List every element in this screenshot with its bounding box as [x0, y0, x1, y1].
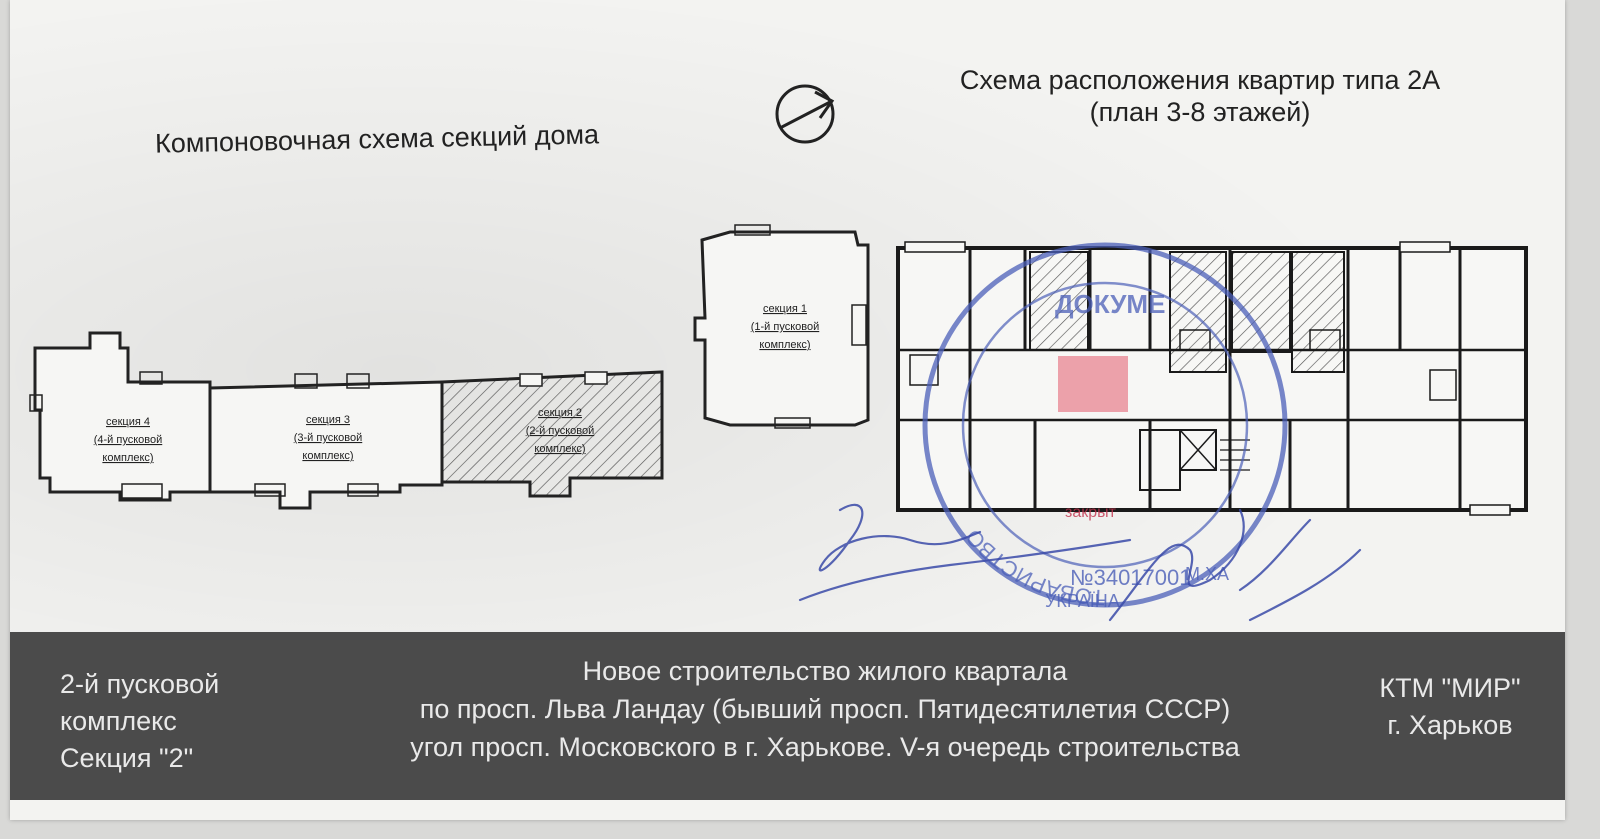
- section-1-line3: комплекс): [759, 339, 810, 351]
- title-block-right-line1: КТМ "МИР": [1379, 673, 1521, 703]
- section-3-name: секция 3: [306, 414, 350, 426]
- section-4-line2: (4-й пусковой: [94, 434, 163, 446]
- title-block: 2-й пусковой комплекс Секция "2" Новое с…: [10, 632, 1565, 800]
- handwritten-signature: [798, 503, 1362, 622]
- apartment-scheme-title-line2: (план 3-8 этажей): [1089, 97, 1311, 127]
- round-stamp: ТОВАРИСТВО №34017001 УКРАЇНА М.ХА ДОКУМЕ…: [922, 242, 1288, 611]
- title-block-center-line3: угол просп. Московского в г. Харькове. V…: [410, 732, 1240, 762]
- section-2-line2: (2-й пусковой: [526, 425, 595, 437]
- title-block-center-line1: Новое строительство жилого квартала: [582, 656, 1068, 686]
- stamp-center-word: ДОКУМЕ: [1055, 289, 1165, 319]
- document-sheet: Компоновочная схема секций дома Схема ра…: [10, 0, 1565, 820]
- title-block-center-line2: по просп. Льва Ландау (бывший просп. Пят…: [419, 694, 1231, 724]
- stamp-number: №34017001: [1070, 565, 1191, 590]
- plans-drawing: секция 4 (4-й пусковой комплекс) секция …: [29, 84, 1528, 516]
- north-arrow-icon: [775, 84, 835, 144]
- apartment-scheme-title: Схема расположения квартир типа 2А (план…: [890, 64, 1510, 128]
- section-1-line2: (1-й пусковой: [751, 321, 820, 333]
- apartment-scheme-title-line1: Схема расположения квартир типа 2А: [959, 65, 1441, 95]
- title-block-left-line1: 2-й пусковой: [60, 669, 220, 699]
- title-block-right: КТМ "МИР" г. Харьков: [1350, 670, 1550, 744]
- section-4-line3: комплекс): [102, 452, 153, 464]
- title-block-center: Новое строительство жилого квартала по п…: [310, 652, 1340, 766]
- section-2-line3: комплекс): [534, 443, 585, 455]
- section-3-line2: (3-й пусковой: [294, 432, 363, 444]
- marked-area: [1058, 356, 1128, 412]
- title-block-left-line3: Секция "2": [60, 743, 194, 773]
- section-4-name: секция 4: [106, 416, 150, 428]
- section-4-plan: [29, 331, 212, 502]
- section-3-line3: комплекс): [302, 450, 353, 462]
- title-block-left-line2: комплекс: [60, 706, 177, 736]
- stamp-country: УКРАЇНА: [1045, 591, 1120, 611]
- stamp-overlay-word: закрыт: [1065, 504, 1117, 521]
- floor-plan: [896, 241, 1528, 516]
- section-1-name: секция 1: [763, 303, 807, 315]
- title-block-right-line2: г. Харьков: [1387, 710, 1513, 740]
- section-2-plan: [440, 370, 664, 498]
- section-1-plan: [693, 224, 870, 429]
- stamp-city: М.ХА: [1185, 564, 1229, 584]
- section-2-name: секция 2: [538, 407, 582, 419]
- title-block-left: 2-й пусковой комплекс Секция "2": [60, 666, 219, 777]
